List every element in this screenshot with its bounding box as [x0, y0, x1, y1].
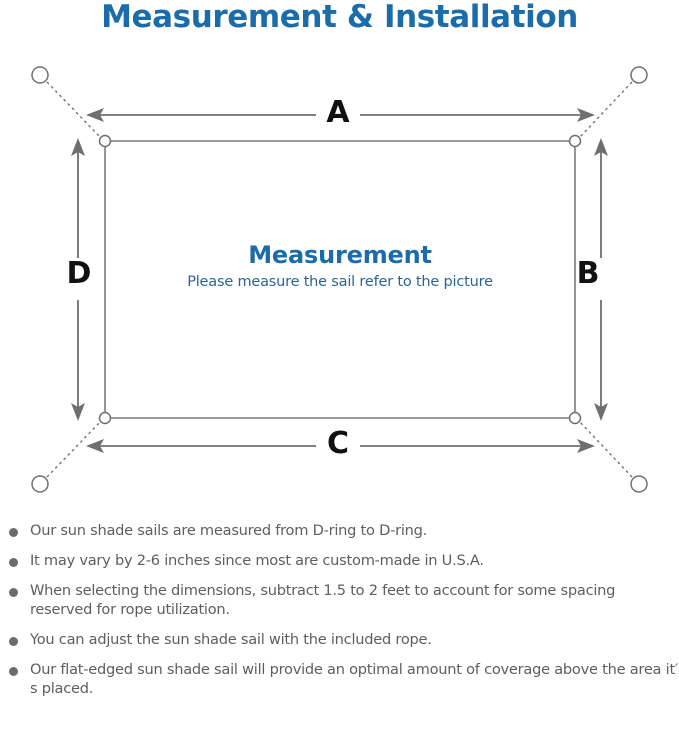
sail-center-caption: Measurement Please measure the sail refe…: [140, 241, 540, 290]
arrowhead-c-right: [577, 439, 595, 453]
sail-rectangle: [104, 140, 576, 419]
rope-lines: [46, 81, 633, 478]
sail-center-subtitle: Please measure the sail refer to the pic…: [187, 273, 493, 290]
list-item: When selecting the dimensions, subtract …: [0, 582, 679, 620]
list-item-text: When selecting the dimensions, subtract …: [30, 581, 616, 618]
arrowhead-d-top: [71, 138, 85, 156]
dimension-label-b: B: [576, 256, 600, 291]
rope-line-top-right: [578, 81, 633, 139]
bullet-icon: [9, 557, 18, 567]
d-ring-top-right: [568, 134, 582, 148]
dimension-line-c: [86, 439, 595, 453]
bullet-icon: [9, 587, 18, 597]
anchor-point-top-left: [31, 66, 49, 84]
arrowhead-a-right: [577, 108, 595, 122]
dimension-line-b: [594, 138, 608, 421]
rope-line-bottom-left: [46, 420, 102, 478]
list-item-text: Our sun shade sails are measured from D-…: [30, 522, 428, 539]
dimension-label-c: C: [326, 426, 350, 461]
d-rings: [98, 134, 582, 425]
list-item: You can adjust the sun shade sail with t…: [0, 631, 679, 650]
d-ring-top-left: [98, 134, 112, 148]
dimension-label-d: D: [66, 256, 92, 291]
arrowhead-b-top: [594, 138, 608, 156]
dimension-label-a: A: [326, 95, 350, 130]
diagram-svg: [31, 66, 648, 493]
d-ring-bottom-right: [568, 411, 582, 425]
bullet-icon: [9, 636, 18, 646]
sail-measurement-diagram: A B C D Measurement Please measure the s…: [0, 52, 679, 514]
dimension-line-d: [71, 138, 85, 421]
arrowhead-a-left: [86, 108, 104, 122]
page-title: Measurement & Installation: [101, 0, 578, 35]
d-ring-bottom-left: [98, 411, 112, 425]
arrowhead-b-bottom: [594, 403, 608, 421]
sail-center-title: Measurement: [248, 241, 432, 269]
dimension-line-a: [86, 108, 595, 122]
rope-line-top-left: [46, 81, 102, 139]
anchor-point-bottom-left: [31, 475, 49, 493]
list-item-text: It may vary by 2-6 inches since most are…: [30, 551, 484, 569]
bullet-icon: [9, 528, 18, 537]
bullet-icon: [9, 666, 18, 676]
anchor-points: [31, 66, 648, 493]
list-item: Our sun shade sails are measured from D-…: [0, 522, 679, 541]
list-item-text: You can adjust the sun shade sail with t…: [30, 630, 432, 648]
anchor-point-top-right: [630, 66, 648, 84]
rope-line-bottom-right: [578, 420, 633, 478]
list-item: Our flat-edged sun shade sail will provi…: [0, 661, 679, 699]
arrowhead-d-bottom: [71, 403, 85, 421]
arrowhead-c-left: [86, 439, 104, 453]
notes-list: Our sun shade sails are measured from D-…: [0, 522, 679, 710]
anchor-point-bottom-right: [630, 475, 648, 493]
list-item-text: Our flat-edged sun shade sail will provi…: [30, 660, 678, 697]
list-item: It may vary by 2-6 inches since most are…: [0, 552, 679, 571]
